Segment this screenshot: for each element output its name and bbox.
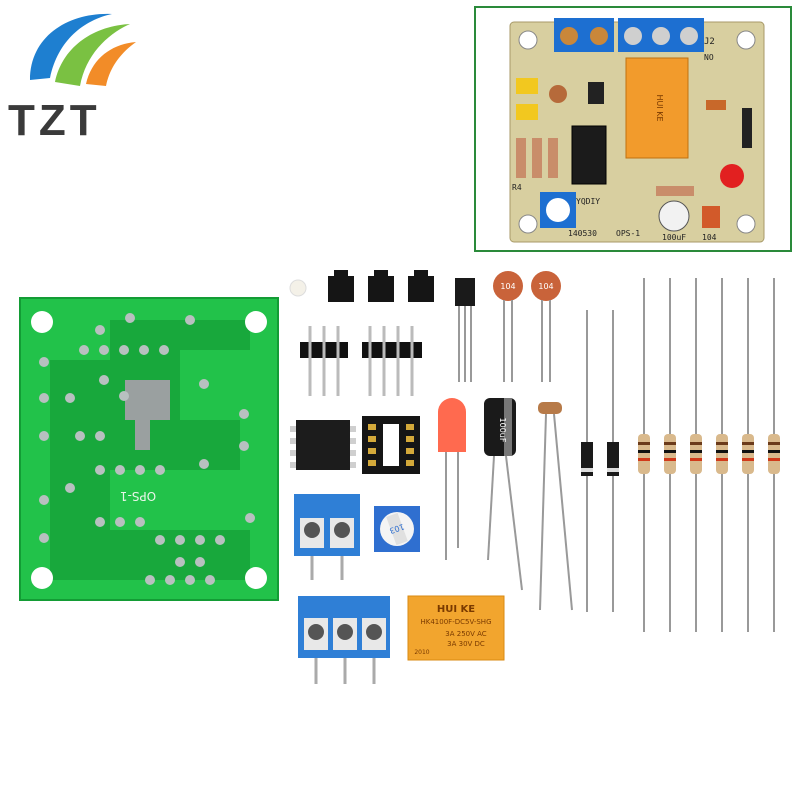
resistor <box>638 278 650 632</box>
resistor <box>532 138 542 178</box>
potentiometer-knob <box>546 198 570 222</box>
silk-100uf: 100uF <box>662 233 686 242</box>
diodes <box>581 310 619 612</box>
logo-text: TZT <box>8 96 101 145</box>
silk-104: 104 <box>702 233 717 242</box>
ceramic-capacitors: 104 104 <box>493 271 561 382</box>
ic-chip <box>290 420 356 470</box>
silk-yqdiy: YQDIY <box>576 197 600 206</box>
resistors <box>638 278 780 632</box>
mount-hole <box>518 214 538 234</box>
resistor <box>742 278 754 632</box>
electrolytic-cap-label: 100uF <box>498 418 507 443</box>
relay: HUI KE HK4100F-DC5V-SHG 3A 250V AC 3A 30… <box>407 595 505 661</box>
terminal-screw <box>680 27 698 45</box>
silk-ops1: OPS-1 <box>616 229 640 238</box>
resistor <box>768 278 780 632</box>
logo-swoosh-blue <box>30 13 112 80</box>
relay-date: 2010 <box>414 649 429 656</box>
mount-hole <box>736 30 756 50</box>
bare-pcb: OPS-1 <box>19 297 279 601</box>
relay <box>625 57 689 159</box>
resistor <box>664 278 676 632</box>
terminal-screw <box>560 27 578 45</box>
resistor <box>716 278 728 632</box>
ic-socket <box>362 416 420 474</box>
logo-swoosh-orange <box>86 42 136 86</box>
pcb-mirrored-label: OPS-1 <box>120 489 156 503</box>
tzt-logo <box>30 13 136 86</box>
assembled-board-inset: HUI KE J2 NO R4 YQDIY 140530 OPS-1 10 <box>474 6 792 252</box>
trimmer-potentiometer: 103 <box>374 506 420 552</box>
diode <box>742 108 752 148</box>
resistor <box>516 138 526 178</box>
relay-model: HK4100F-DC5V-SHG <box>421 618 492 626</box>
relay-label: HUI KE <box>655 94 664 121</box>
jumper-yellow <box>516 104 538 120</box>
logo-swoosh-green <box>55 24 130 86</box>
ic-chip <box>571 125 607 185</box>
jumper-yellow <box>516 78 538 94</box>
assembled-board-drawing: HUI KE J2 NO R4 YQDIY 140530 OPS-1 10 <box>509 18 765 243</box>
led-red <box>720 164 744 188</box>
ceramic-capacitor <box>702 206 720 228</box>
electrolytic-capacitor <box>658 200 690 232</box>
transistor <box>588 82 604 104</box>
terminal-block-2pin <box>294 494 360 580</box>
resistor <box>690 278 702 632</box>
ceramic-capacitor <box>706 100 726 110</box>
ceramic-cap-label: 104 <box>500 282 515 291</box>
silk-r4: R4 <box>512 183 522 192</box>
pin-headers <box>300 326 422 396</box>
resistor <box>656 186 694 196</box>
ceramic-cap-label: 104 <box>538 282 553 291</box>
terminal-screw <box>624 27 642 45</box>
mount-hole <box>736 214 756 234</box>
electrolytic-capacitor: 100uF <box>484 398 523 591</box>
silk-j2: J2 <box>704 37 715 47</box>
silk-date: 140530 <box>568 229 597 238</box>
led-holder <box>289 279 307 297</box>
silk-no: NO <box>704 53 714 62</box>
resistor <box>548 138 558 178</box>
trimmer-label: 103 <box>388 522 405 536</box>
photoresistor <box>549 85 567 103</box>
relay-rating-dc: 3A 30V DC <box>447 640 485 648</box>
photoresistor <box>538 402 573 611</box>
led <box>438 398 466 560</box>
terminal-block-3pin <box>298 596 390 684</box>
relay-rating-ac: 3A 250V AC <box>445 630 487 638</box>
transistor <box>455 278 475 382</box>
jumper-caps <box>328 270 434 302</box>
terminal-screw <box>652 27 670 45</box>
relay-brand: HUI KE <box>437 604 475 615</box>
mount-hole <box>518 30 538 50</box>
terminal-screw <box>590 27 608 45</box>
